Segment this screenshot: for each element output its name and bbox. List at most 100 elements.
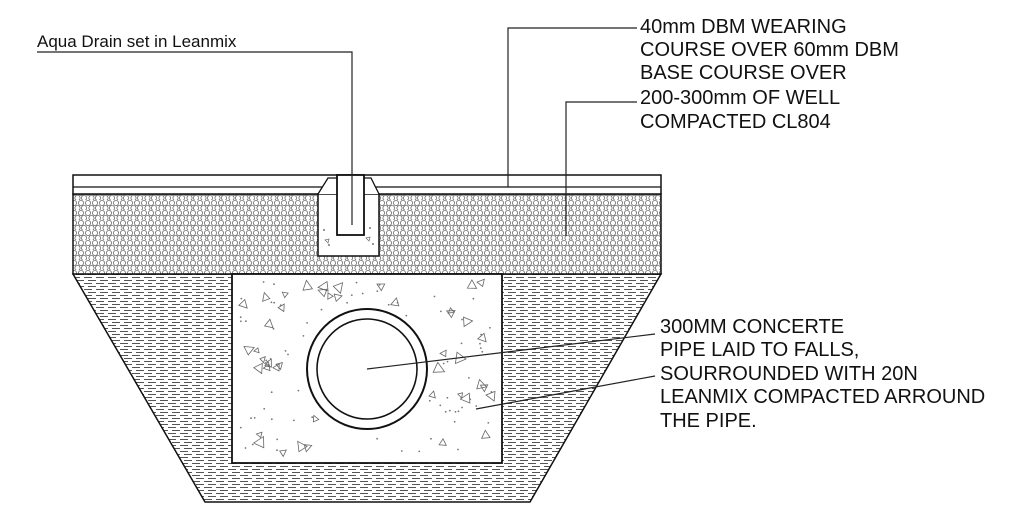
aggregate-speck	[287, 353, 289, 356]
aggregate-speck	[265, 359, 268, 362]
surfacing-spec-line: BASE COURSE OVER	[640, 62, 847, 84]
aggregate-stone	[457, 392, 463, 399]
pipe-spec-line: PIPE LAID TO FALLS,	[660, 339, 859, 361]
aggregate-stone	[262, 363, 271, 372]
aggregate-speck	[276, 449, 278, 452]
surfacing-leader	[507, 27, 637, 187]
subbase-leader	[565, 101, 637, 236]
aggregate-speck	[481, 350, 484, 353]
aggregate-stone	[281, 291, 289, 299]
aggregate-stone	[376, 283, 386, 292]
aggregate-speck	[270, 418, 273, 421]
aqua-drain-label: Aqua Drain set in Leanmix	[37, 32, 237, 51]
aggregate-stone	[485, 390, 496, 402]
aggregate-stone	[476, 378, 488, 390]
aggregate-speck	[250, 417, 252, 420]
aggregate-speck	[346, 301, 348, 304]
aggregate-stone	[476, 332, 487, 343]
aggregate-stone	[238, 298, 248, 309]
aggregate-stone	[463, 316, 474, 328]
aggregate-speck	[440, 310, 442, 313]
aggregate-stone	[259, 356, 266, 364]
aggregate-stone	[303, 444, 313, 453]
aggregate-stone	[439, 349, 447, 358]
aggregate-speck	[279, 304, 282, 306]
aggregate-stone	[252, 435, 265, 449]
aggregate-speck	[480, 333, 482, 336]
aggregate-speck	[272, 327, 275, 330]
aggregate-speck	[297, 389, 300, 392]
aggregate-speck	[405, 314, 408, 317]
aggregate-stone	[332, 282, 344, 295]
aggregate-stone	[480, 429, 491, 439]
concrete-aggregate	[238, 278, 496, 458]
aggregate-speck	[446, 360, 449, 363]
aggregate-stone	[327, 292, 334, 300]
aggregate-speck	[276, 438, 279, 441]
aggregate-stone	[279, 449, 287, 458]
aggregate-speck	[263, 407, 266, 410]
aggregate-speck	[239, 316, 242, 319]
aggregate-stone	[255, 431, 263, 439]
aggregate-speck	[446, 396, 449, 399]
leader-lines	[286, 27, 656, 410]
aggregate-stone	[243, 346, 255, 356]
aggregate-speck	[376, 437, 378, 440]
aggregate-speck	[428, 399, 431, 402]
pipe-spec-line: THE PIPE.	[660, 410, 757, 432]
aggregate-speck	[433, 295, 436, 298]
aqua-drain-leader	[286, 51, 353, 225]
aggregate-speck	[418, 450, 421, 453]
aggregate-stone	[476, 278, 485, 288]
aqua-drain-channel	[336, 174, 365, 236]
aggregate-stone	[438, 437, 447, 446]
aggregate-speck	[253, 417, 256, 419]
aggregate-speck	[270, 391, 273, 394]
aggregate-speck	[442, 362, 445, 365]
aggregate-stone	[432, 361, 446, 373]
pipe-spec-line: LEANMIX COMPACTED ARROUND	[660, 386, 985, 408]
aggregate-speck	[472, 297, 475, 300]
leanmix-leader	[475, 375, 656, 410]
aggregate-speck	[457, 410, 460, 413]
aggregate-stone	[275, 362, 283, 371]
aggregate-speck	[489, 326, 491, 329]
aggregate-speck	[396, 301, 399, 304]
aggregate-speck	[350, 294, 353, 296]
aggregate-speck	[444, 410, 447, 413]
aggregate-speck	[468, 377, 470, 379]
aggregate-stone	[297, 440, 308, 453]
aggregate-speck	[439, 404, 442, 407]
aggregate-speck	[240, 297, 243, 300]
aggregate-speck	[387, 303, 390, 306]
aggregate-speck	[355, 281, 358, 284]
aggregate-speck	[239, 426, 242, 429]
aggregate-speck	[479, 342, 481, 345]
aggregate-speck	[311, 416, 314, 419]
aggregate-speck	[400, 450, 403, 452]
aggregate-speck	[240, 320, 242, 323]
aggregate-speck	[244, 447, 247, 449]
surfacing-spec-label: 40mm DBM WEARING COURSE OVER 60mm DBM BA…	[640, 16, 899, 133]
aggregate-speck	[460, 342, 463, 345]
aggregate-stone	[263, 358, 272, 368]
surfacing-spec-line: COURSE OVER 60mm DBM	[640, 39, 899, 61]
aggregate-speck	[461, 318, 463, 321]
aggregate-speck	[361, 292, 364, 295]
aggregate-speck	[273, 301, 275, 304]
aggregate-stone	[253, 362, 263, 375]
aggregate-stone	[317, 288, 328, 298]
aggregate-stone	[263, 318, 274, 329]
aggregate-stone	[253, 347, 260, 354]
aggregate-stone	[302, 279, 314, 291]
aggregate-speck	[376, 290, 379, 292]
aggregate-stone	[262, 291, 271, 302]
aggregate-speck	[306, 322, 308, 324]
aggregate-speck	[378, 284, 381, 286]
aggregate-stone	[459, 392, 471, 404]
pipe-spec-line: SOURROUNDED WITH 20N	[660, 363, 918, 385]
aggregate-speck	[245, 320, 247, 323]
surfacing-spec-line: COMPACTED CL804	[640, 111, 831, 133]
surfacing-spec-line: 40mm DBM WEARING	[640, 16, 847, 38]
aggregate-speck	[262, 281, 265, 283]
